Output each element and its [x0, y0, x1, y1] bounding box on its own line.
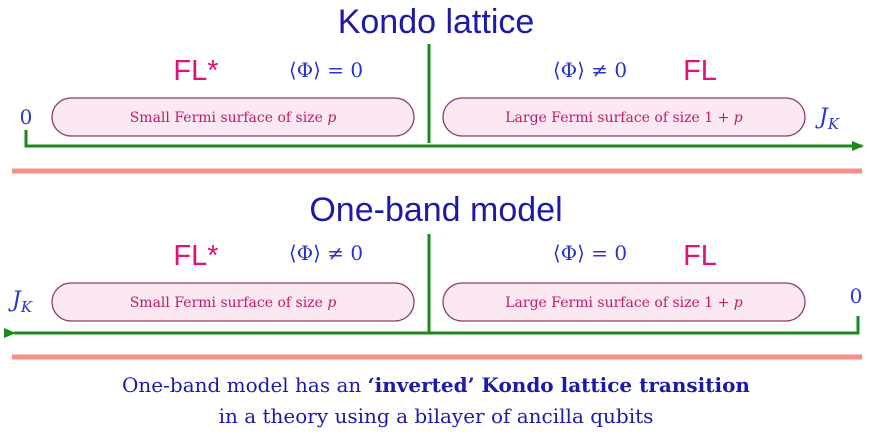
caption-line-1: One-band model has an ‘inverted’ Kondo l… — [122, 373, 750, 397]
oneband-title: One-band model — [309, 191, 562, 229]
oneband-right-end-label: 0 — [850, 284, 863, 308]
kondo-jk-axis-arrow — [24, 130, 864, 151]
kondo-section: Kondo lattice FL* ⟨Φ⟩ = 0 ⟨Φ⟩ ≠ 0 FL 0 S… — [20, 3, 864, 151]
oneband-jk-axis-arrow — [3, 316, 860, 338]
oneband-small-fs-label: Small Fermi surface of size p — [130, 295, 337, 311]
caption-line-2: in a theory using a bilayer of ancilla q… — [219, 404, 654, 428]
kondo-large-fs-label: Large Fermi surface of size 1 + p — [505, 110, 743, 126]
kondo-right-order: ⟨Φ⟩ ≠ 0 — [553, 58, 627, 82]
oneband-left-end-label: JK — [8, 288, 33, 316]
oneband-large-fs-label: Large Fermi surface of size 1 + p — [505, 295, 743, 311]
kondo-title: Kondo lattice — [338, 3, 535, 41]
kondo-right-phase: FL — [683, 55, 717, 87]
oneband-left-phase: FL* — [173, 240, 218, 272]
oneband-small-fs-box: Small Fermi surface of size p — [51, 282, 415, 322]
oneband-right-order: ⟨Φ⟩ = 0 — [553, 241, 627, 265]
oneband-section: One-band model FL* ⟨Φ⟩ ≠ 0 ⟨Φ⟩ = 0 FL JK… — [3, 191, 863, 338]
oneband-large-fs-box: Large Fermi surface of size 1 + p — [442, 282, 806, 322]
kondo-small-fs-label: Small Fermi surface of size p — [130, 110, 337, 126]
oneband-left-order: ⟨Φ⟩ ≠ 0 — [289, 241, 363, 265]
kondo-left-phase: FL* — [173, 55, 218, 87]
kondo-left-order: ⟨Φ⟩ = 0 — [289, 58, 363, 82]
kondo-left-end-label: 0 — [20, 105, 33, 129]
oneband-right-phase: FL — [683, 240, 717, 272]
kondo-right-end-label: JK — [815, 105, 840, 133]
kondo-small-fs-box: Small Fermi surface of size p — [51, 97, 415, 137]
kondo-large-fs-box: Large Fermi surface of size 1 + p — [442, 97, 806, 137]
